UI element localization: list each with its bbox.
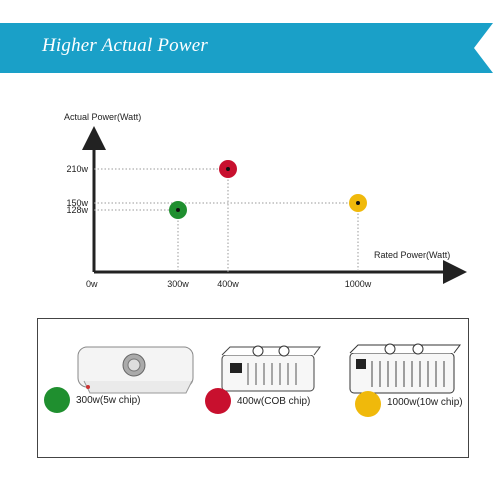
led-light-400w-image <box>221 345 321 392</box>
x-origin-label: 0w <box>86 279 98 289</box>
title-banner <box>0 23 493 73</box>
y-tick-label-2: 128w <box>66 205 88 215</box>
scatter-chart: Actual Power(Watt) Rated Power(Watt) 0w … <box>64 112 467 289</box>
y-tick-label-0: 210w <box>66 164 88 174</box>
legend-label-400w: 400w(COB chip) <box>237 396 311 407</box>
x-axis-label: Rated Power(Watt) <box>374 250 450 260</box>
legend-label-300w: 300w(5w chip) <box>76 395 141 406</box>
y-axis-label: Actual Power(Watt) <box>64 112 141 122</box>
data-point-center-1 <box>226 167 230 171</box>
legend-label-1000w: 1000w(10w chip) <box>387 397 463 408</box>
led-light-300w-image <box>77 346 194 394</box>
legend-dot-yellow <box>355 391 381 417</box>
legend-dot-green <box>44 387 70 413</box>
led-light-1000w-image <box>349 343 461 394</box>
y-tick-label-1: 150w <box>66 198 88 208</box>
legend-panel: 300w(5w chip) 400w(COB chip) 1000w(10w c… <box>37 318 469 458</box>
data-point-center-2 <box>356 201 360 205</box>
data-point-center-0 <box>176 208 180 212</box>
x-tick-label-2: 1000w <box>345 279 372 289</box>
banner-title: Higher Actual Power <box>42 35 208 56</box>
legend-dot-red <box>205 388 231 414</box>
x-tick-label-0: 300w <box>167 279 189 289</box>
x-tick-label-1: 400w <box>217 279 239 289</box>
